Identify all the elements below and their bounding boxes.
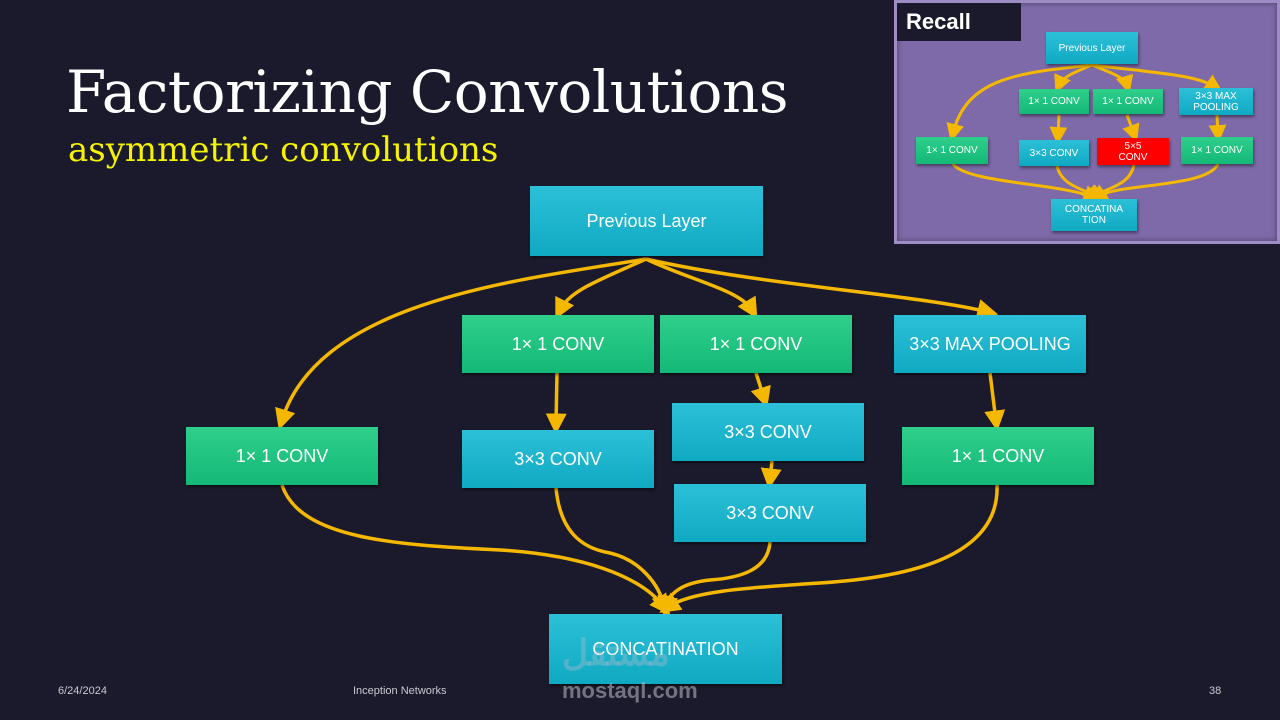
recall-arrow-b-5x5 (1122, 114, 1140, 143)
recall-conv3x3-node: 3×3 CONV (1019, 140, 1089, 166)
recall-label: Recall (897, 3, 1021, 41)
branch4-conv-label: 1× 1 CONV (951, 445, 1045, 466)
recall-arrow-prev-a (1054, 63, 1093, 94)
watermark-logo: مستقل (562, 632, 670, 673)
recall-conv1x1-left-label: 1× 1 CONV (926, 145, 978, 156)
recall-arrow-left-concat (951, 162, 1102, 203)
recall-arrow-prev-b (1091, 63, 1134, 94)
recall-conv1x1-right-node: 1× 1 CONV (1181, 137, 1253, 164)
branch2-conv2-label: 3×3 CONV (514, 448, 602, 469)
slide-subtitle: asymmetric convolutions (68, 130, 499, 170)
watermark-text: mostaql.com (562, 678, 698, 703)
branch4-pool-label: 3×3 MAX POOLING (909, 333, 1071, 354)
footer-date: 6/24/2024 (58, 685, 107, 697)
branch2-conv1-label: 1× 1 CONV (511, 333, 605, 354)
recall-arrow-a-3x3 (1049, 114, 1068, 145)
recall-conv1x1-right-label: 1× 1 CONV (1191, 145, 1243, 156)
recall-conv1x1-b-label: 1× 1 CONV (1102, 96, 1154, 107)
branch3-conv3-label: 3×3 CONV (726, 502, 814, 523)
recall-maxpool-node: 3×3 MAX POOLING (1179, 88, 1253, 115)
recall-arrow-pool-right (1208, 114, 1227, 143)
slide-title: Factorizing Convolutions (66, 58, 789, 126)
previous-layer-node: Previous Layer (530, 186, 763, 256)
previous-layer-label: Previous Layer (586, 210, 707, 231)
branch4-pool-node: 3×3 MAX POOLING (894, 315, 1086, 373)
recall-arrow-prev-pool (1091, 63, 1223, 92)
branch1-conv-label: 1× 1 CONV (235, 445, 329, 466)
recall-conv1x1-a-label: 1× 1 CONV (1028, 96, 1080, 107)
recall-previous-layer-node: Previous Layer (1046, 32, 1138, 64)
recall-arrow-right-concat (1089, 163, 1220, 203)
recall-arrow-3x3-concat (1055, 165, 1099, 205)
recall-conv1x1-left-node: 1× 1 CONV (916, 137, 988, 164)
branch3-conv3-node: 3×3 CONV (674, 484, 866, 542)
arrow-prev-to-branch3 (645, 257, 758, 319)
branch3-conv2-node: 3×3 CONV (672, 403, 864, 461)
branch3-conv1-label: 1× 1 CONV (709, 333, 803, 354)
recall-concatenation-node: CONCATINA TION (1051, 199, 1137, 231)
recall-conv1x1-b-node: 1× 1 CONV (1093, 89, 1163, 114)
arrow-prev-to-branch4 (645, 257, 999, 320)
branch3-conv2-label: 3×3 CONV (724, 421, 812, 442)
page-number: 38 (1209, 685, 1222, 697)
arrow-prev-to-branch2 (555, 257, 647, 320)
recall-conv1x1-a-node: 1× 1 CONV (1019, 89, 1089, 114)
arrow-b4-pool-to-conv (984, 372, 1006, 432)
recall-arrow-5x5-concat (1089, 164, 1136, 205)
arrow-b2-to-concat (554, 487, 673, 618)
recall-previous-layer-label: Previous Layer (1058, 42, 1126, 54)
arrow-b2-conv1-to-conv2 (545, 372, 567, 435)
arrow-b3-conv1-to-conv2 (750, 372, 771, 409)
concatenation-node: CONCATINATION (549, 614, 782, 684)
recall-conv3x3-label: 3×3 CONV (1029, 147, 1079, 159)
recall-panel: Recall Previous Layer 1× 1 CONV 1× 1 CON… (894, 0, 1280, 244)
recall-conv5x5-label: 5×5 CONV (1118, 140, 1148, 163)
footer-title: Inception Networks (353, 685, 447, 697)
recall-maxpool-label: 3×3 MAX POOLING (1193, 90, 1239, 113)
branch3-conv1-node: 1× 1 CONV (660, 315, 852, 373)
arrow-b1-to-concat (280, 484, 671, 616)
concatenation-label: CONCATINATION (592, 638, 739, 659)
recall-concatenation-label: CONCATINA TION (1064, 204, 1124, 226)
arrow-b3-conv2-to-conv3 (760, 460, 782, 490)
branch1-conv-node: 1× 1 CONV (186, 427, 378, 485)
branch4-conv-node: 1× 1 CONV (902, 427, 1094, 485)
recall-conv5x5-node: 5×5 CONV (1097, 138, 1169, 165)
branch2-conv2-node: 3×3 CONV (462, 430, 654, 488)
arrow-b3-to-concat (657, 541, 772, 618)
branch2-conv1-node: 1× 1 CONV (462, 315, 654, 373)
